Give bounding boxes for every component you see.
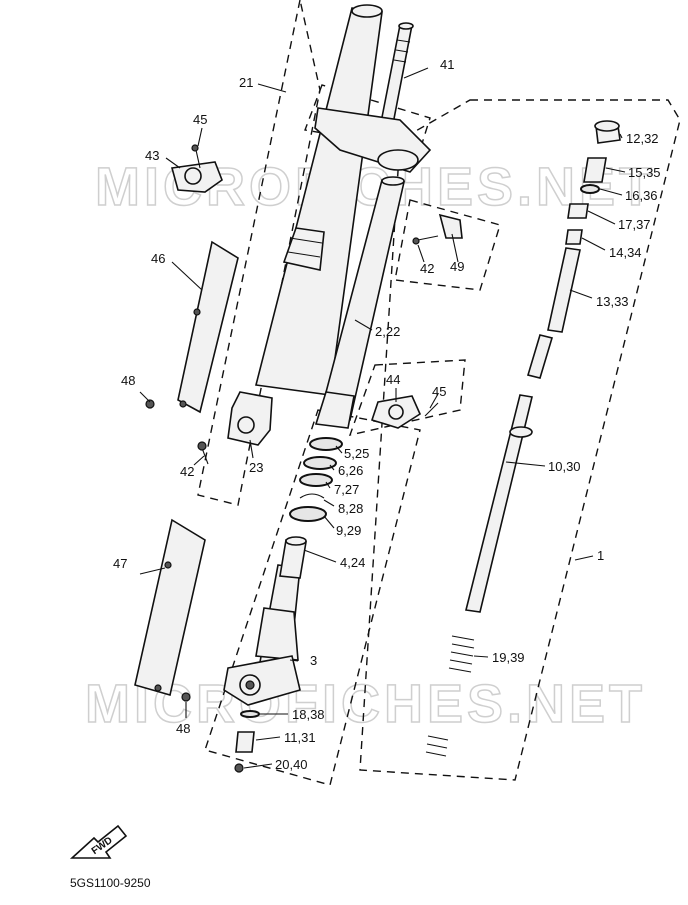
- callout-18-38: 18,38: [292, 707, 325, 722]
- callout-7-27: 7,27: [334, 482, 359, 497]
- callout-3: 3: [310, 653, 317, 668]
- leader-lines: [139, 67, 626, 769]
- washer-20: [234, 763, 244, 773]
- callout-6-26: 6,26: [338, 463, 363, 478]
- under-bracket: [314, 107, 432, 173]
- spacer-17: [567, 203, 589, 219]
- ring-6: [303, 456, 337, 470]
- clip-8: [299, 493, 325, 499]
- callout-44: 44: [386, 372, 400, 387]
- inner-fork-tube: [314, 176, 405, 429]
- bracket-49: [412, 213, 463, 245]
- clamp-group-outline: [348, 359, 466, 436]
- callout-47: 47: [113, 556, 127, 571]
- callout-41: 41: [440, 57, 454, 72]
- callout-16-36: 16,36: [625, 188, 658, 203]
- callout-49: 49: [450, 259, 464, 274]
- cap-bolt-12: [594, 120, 621, 144]
- callout-11-31: 11,31: [284, 730, 316, 745]
- outer-tube-group-outline: [197, 0, 321, 506]
- clamp-44: [370, 395, 439, 429]
- callout-20-40: 20,40: [275, 757, 308, 772]
- bolt-48-lower: [181, 692, 191, 702]
- collar-14: [565, 229, 583, 245]
- oring-18: [240, 710, 260, 718]
- callout-45-upper: 45: [193, 112, 207, 127]
- lower-tube-group-outline: [204, 409, 421, 786]
- callout-14-34: 14,34: [609, 245, 642, 260]
- washer-16: [580, 184, 600, 194]
- callout-13-33: 13,33: [596, 294, 629, 309]
- cylinder-13: [547, 247, 581, 333]
- callout-9-29: 9,29: [336, 523, 361, 538]
- damper-rod: [465, 334, 554, 613]
- callout-1: 1: [597, 548, 604, 563]
- callout-5-25: 5,25: [344, 446, 369, 461]
- axle-holder: [223, 564, 301, 706]
- callout-4-24: 4,24: [340, 555, 365, 570]
- callout-43: 43: [145, 148, 159, 163]
- callout-12-32: 12,32: [626, 131, 659, 146]
- callout-42-right: 42: [420, 261, 434, 276]
- callout-42-left: 42: [180, 464, 194, 479]
- callout-21: 21: [239, 75, 253, 90]
- valve-11: [235, 731, 255, 753]
- callout-19-39: 19,39: [492, 650, 525, 665]
- callout-8-28: 8,28: [338, 501, 363, 516]
- clamp-43: [170, 144, 223, 193]
- callout-23: 23: [249, 460, 263, 475]
- callout-2-22: 2,22: [375, 324, 400, 339]
- part-code: 5GS1100-9250: [70, 876, 151, 890]
- fork-guard-46: [177, 240, 239, 414]
- bolt-48-upper: [145, 399, 155, 409]
- callout-17-37: 17,37: [618, 217, 651, 232]
- callout-48-upper: 48: [121, 373, 135, 388]
- ring-7: [299, 473, 333, 487]
- guard-bracket-outline: [394, 199, 501, 291]
- callout-labels: 41 21 45 43 46 48 42 23 2,22 5,25 6,26 7…: [113, 57, 661, 772]
- bracket-group-outline: [304, 84, 431, 151]
- callout-48-lower: 48: [176, 721, 190, 736]
- callout-10-30: 10,30: [548, 459, 581, 474]
- callout-45-lower: 45: [432, 384, 446, 399]
- fork-spring: [425, 635, 475, 757]
- fork-guard-47: [134, 518, 206, 697]
- bushing-4: [279, 536, 307, 579]
- ring-5: [309, 437, 343, 451]
- callout-46: 46: [151, 251, 165, 266]
- fwd-arrow-icon: FWD: [69, 824, 128, 859]
- inner-assembly-outline: [359, 99, 681, 781]
- spring-15: [583, 157, 607, 183]
- bolt-42-left: [197, 441, 209, 465]
- callout-15-35: 15,35: [628, 165, 661, 180]
- seal-9: [289, 506, 327, 522]
